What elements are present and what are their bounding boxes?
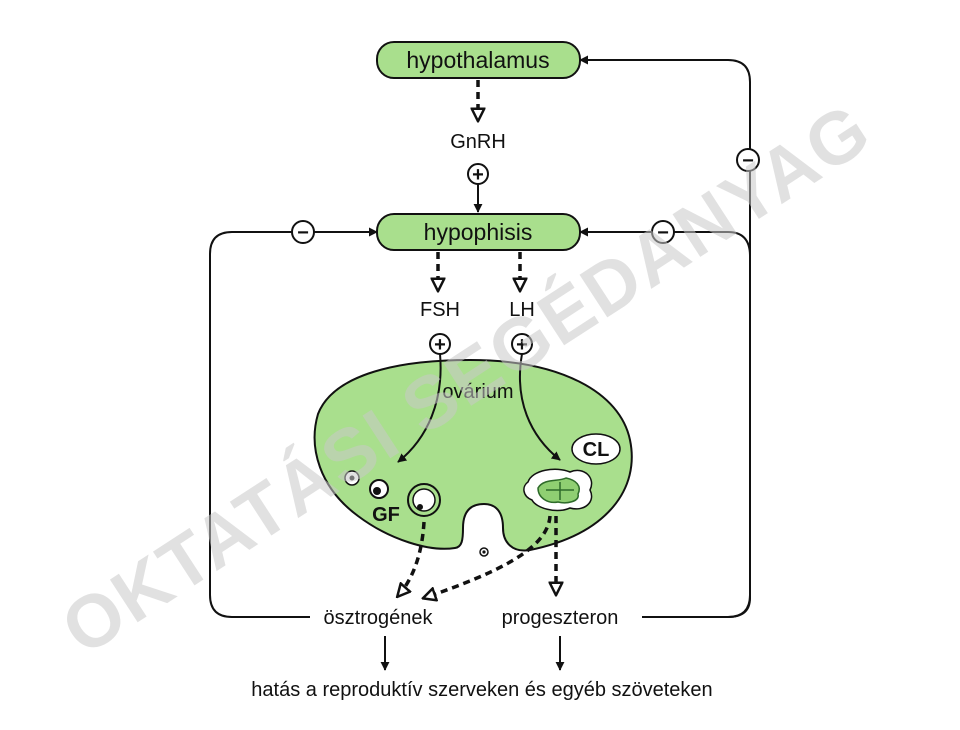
effect-label: hatás a reproduktív szerveken és egyéb s… [251,679,712,701]
ovarium-label: ovárium [442,381,513,403]
medium-follicle-oocyte [373,487,381,495]
minus-text-top: − [742,150,754,172]
small-follicle-oocyte [349,475,355,481]
feedback-line-hypophisis-right [579,227,751,618]
progeszteron-label: progeszteron [502,607,619,629]
hypophisis-label: hypophisis [424,219,533,245]
lh-label: LH [509,299,535,321]
cl-label: CL [583,439,610,461]
arrow-lh-corpus [518,353,561,461]
osztrogenek-label: ösztrogének [324,607,434,629]
gnrh-label: GnRH [450,131,506,153]
graafian-follicle-antrum [412,488,436,512]
ovulated-ovum-nucleus [482,550,486,554]
graafian-follicle-oocyte [417,504,423,510]
feedback-line-hypothalamus [579,55,751,618]
lh-plus-text: + [516,334,528,356]
hypophisis-box [376,213,581,251]
follicles [344,470,441,517]
corpus-luteum-developing [523,468,593,512]
fsh-plus-text: + [434,334,446,356]
minus-text-right: − [657,222,669,244]
cl-shape [571,433,621,465]
minus-sign-left [291,220,315,244]
minus-sign-right [651,220,675,244]
gnrh-plus-text: + [472,164,484,186]
arrow-gf-osztrogenek [398,521,426,596]
gf-label: GF [372,504,400,526]
minus-sign-top [736,148,760,172]
minus-text-left: − [297,222,309,244]
hypothalamus-label: hypothalamus [406,47,549,73]
arrow-fsh-follicle [397,353,442,463]
feedback-line-hypophisis-left [209,227,378,618]
feedback-lines [209,55,751,618]
fsh-label: FSH [420,299,460,321]
hypothalamus-box [376,41,581,79]
